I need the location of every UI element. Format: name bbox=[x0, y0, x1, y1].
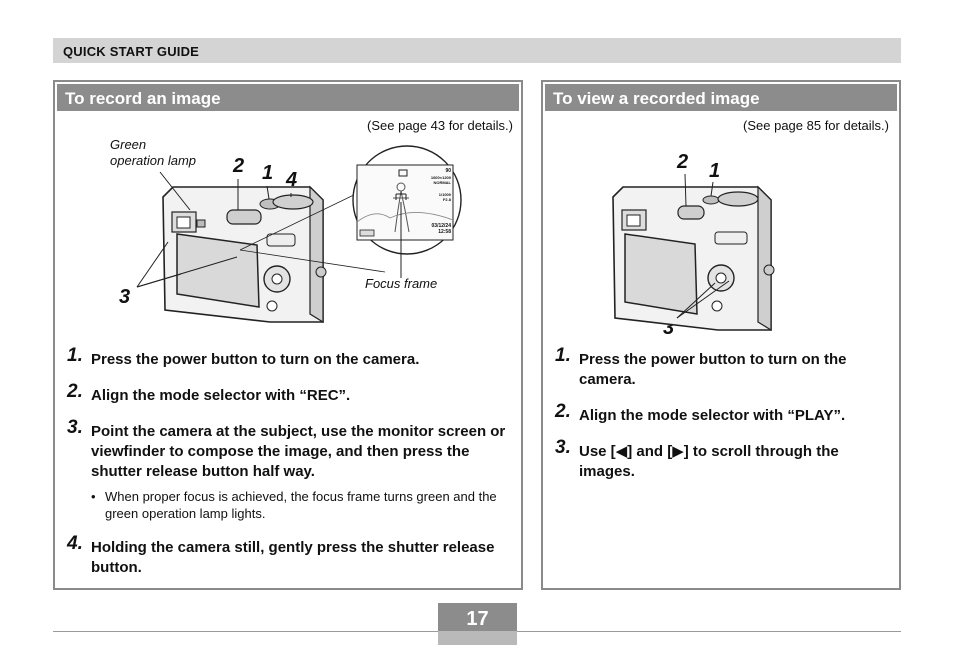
view-callout-2: 2 bbox=[677, 151, 689, 173]
page-number-badge: 17 bbox=[438, 603, 517, 645]
green-lamp-label-line1: Green bbox=[110, 137, 147, 152]
view-step-1: 1. Press the power button to turn on the… bbox=[555, 346, 885, 390]
record-step-1-text: Press the power button to turn on the ca… bbox=[91, 351, 420, 368]
record-step-3-text: Point the camera at the subject, use the… bbox=[91, 423, 506, 480]
lcd-aperture: F2.8 bbox=[442, 197, 451, 202]
callout-1: 1 bbox=[262, 162, 274, 184]
view-step-1-number: 1. bbox=[555, 345, 571, 366]
callout-3: 3 bbox=[119, 286, 131, 308]
lcd-readout-exposure: 1/1000 F2.8 bbox=[429, 192, 451, 202]
focus-frame-label: Focus frame bbox=[365, 276, 438, 291]
camera-play-illustration bbox=[612, 173, 775, 332]
record-step-3: 3. Point the camera at the subject, use … bbox=[67, 418, 507, 482]
view-step-2-text: Align the mode selector with “PLAY”. bbox=[579, 407, 846, 424]
lcd-readout-size: 1600×1200 NORMAL bbox=[427, 175, 451, 185]
record-step-1: 1. Press the power button to turn on the… bbox=[67, 346, 507, 370]
camera-record-illustration bbox=[136, 145, 462, 324]
view-step-3-text: Use [◀] and [▶] to scroll through the im… bbox=[579, 443, 839, 480]
view-panel-title: To view a recorded image bbox=[553, 89, 760, 108]
view-step-3-number: 3. bbox=[555, 437, 571, 458]
record-panel-title: To record an image bbox=[65, 89, 221, 108]
record-step-4-text: Holding the camera still, gently press t… bbox=[91, 539, 495, 576]
lcd-readout-top: 90 bbox=[433, 168, 451, 174]
record-step-2-text: Align the mode selector with “REC”. bbox=[91, 387, 351, 404]
view-step-2: 2. Align the mode selector with “PLAY”. bbox=[555, 402, 885, 426]
page-number: 17 bbox=[466, 608, 489, 630]
view-see-page-note: (See page 85 for details.) bbox=[743, 118, 889, 133]
view-step-3: 3. Use [◀] and [▶] to scroll through the… bbox=[555, 438, 885, 482]
view-image-panel: To view a recorded image (See page 85 fo… bbox=[541, 80, 901, 590]
lcd-shots: 90 bbox=[445, 168, 451, 174]
view-panel-title-bar: To view a recorded image bbox=[545, 84, 897, 111]
record-step-1-number: 1. bbox=[67, 345, 83, 366]
section-header-title: QUICK START GUIDE bbox=[63, 44, 200, 59]
record-step-4: 4. Holding the camera still, gently pres… bbox=[67, 534, 507, 578]
record-image-panel: To record an image (See page 43 for deta… bbox=[53, 80, 523, 590]
page-number-badge-lower bbox=[438, 631, 517, 645]
view-step-1-text: Press the power button to turn on the ca… bbox=[579, 351, 847, 388]
record-step-2-number: 2. bbox=[67, 381, 83, 402]
bullet-dot: • bbox=[91, 489, 96, 504]
lcd-time: 12:58 bbox=[438, 229, 451, 235]
view-step-2-number: 2. bbox=[555, 401, 571, 422]
callout-2: 2 bbox=[233, 155, 245, 177]
record-see-page-note: (See page 43 for details.) bbox=[367, 118, 513, 133]
record-step-2: 2. Align the mode selector with “REC”. bbox=[67, 382, 507, 406]
section-header: QUICK START GUIDE bbox=[53, 38, 901, 63]
view-callout-3: 3 bbox=[663, 317, 675, 339]
lcd-date: 03/12/24 bbox=[431, 223, 451, 229]
green-lamp-label-line2: operation lamp bbox=[110, 153, 196, 168]
view-callout-1: 1 bbox=[709, 160, 721, 182]
lcd-readout-datetime: 03/12/24 12:58 bbox=[423, 223, 451, 235]
lcd-size: 1600×1200 bbox=[430, 175, 451, 180]
record-step-3-note-text: When proper focus is achieved, the focus… bbox=[105, 489, 497, 521]
record-step-3-number: 3. bbox=[67, 417, 83, 438]
callout-4: 4 bbox=[286, 169, 298, 191]
record-panel-title-bar: To record an image bbox=[57, 84, 519, 111]
record-step-3-note: • When proper focus is achieved, the foc… bbox=[91, 488, 511, 522]
record-step-4-number: 4. bbox=[67, 533, 83, 554]
lcd-quality: NORMAL bbox=[433, 180, 451, 185]
lcd-shutter: 1/1000 bbox=[438, 192, 451, 197]
